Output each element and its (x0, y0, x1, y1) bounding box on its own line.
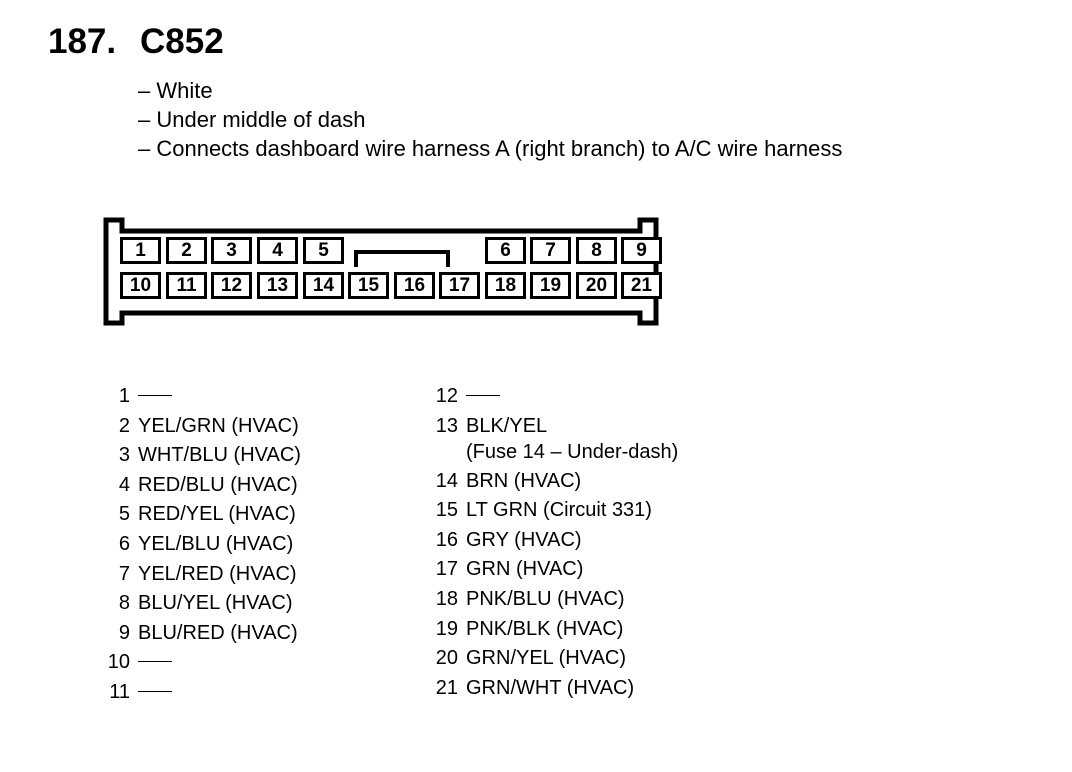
pin-number: 10 (107, 651, 130, 674)
pin-list-right: 12 13 BLK/YEL (Fuse 14 – Under-dash) 14 BRN (… (428, 382, 679, 704)
wire-color: RED/BLU (HVAC) (138, 473, 298, 496)
pin-cell-5: 5 (303, 237, 344, 264)
description-color: – White (138, 78, 213, 103)
pin-cell-21: 21 (621, 272, 662, 299)
pin-number: 6 (118, 532, 130, 555)
wire-color: GRY (HVAC) (466, 528, 582, 551)
pin-row: 15 LT GRN (Circuit 331) (428, 496, 652, 526)
pin-row: 12 (428, 382, 500, 412)
pin-cell-11: 11 (166, 272, 207, 299)
pin-row: 8 BLU/YEL (HVAC) (100, 589, 293, 619)
pin-cell-15: 15 (348, 272, 389, 299)
connector-title: 187. C852 (48, 22, 224, 62)
pin-cell-6: 6 (485, 237, 526, 264)
pin-cell-10: 10 (120, 272, 161, 299)
pin-row: 19 PNK/BLK (HVAC) (428, 615, 624, 645)
pin-row: 16 GRY (HVAC) (428, 526, 582, 556)
pin-number: 1 (118, 385, 130, 407)
pin-row: 17 GRN (HVAC) (428, 555, 584, 585)
wire-color: BLU/YEL (HVAC) (138, 592, 293, 615)
connector-outline (103, 217, 659, 326)
wire-color: YEL/GRN (HVAC) (138, 414, 299, 437)
pin-row: 9 BLU/RED (HVAC) (100, 619, 298, 649)
unused-pin-dash (138, 395, 172, 396)
pin-row: 20 GRN/YEL (HVAC) (428, 644, 626, 674)
item-number: 187. (48, 22, 117, 61)
pin-row: 13 BLK/YEL (Fuse 14 – Under-dash) (428, 412, 679, 467)
pin-number: 3 (118, 444, 130, 467)
pin-number: 5 (118, 503, 130, 526)
pin-number: 13 (435, 414, 458, 437)
pin-number: 15 (435, 499, 458, 522)
pin-row: 18 PNK/BLU (HVAC) (428, 585, 625, 615)
wire-color: YEL/RED (HVAC) (138, 562, 297, 585)
connector-description: – White – Under middle of dash – Connect… (138, 76, 842, 163)
pin-number: 11 (109, 680, 130, 703)
wire-color: RED/YEL (HVAC) (138, 503, 296, 526)
pin-row: 1 (100, 382, 172, 412)
pin-number: 21 (435, 676, 458, 699)
wire-color: BLK/YEL (466, 414, 548, 437)
wire-color: GRN/YEL (HVAC) (466, 647, 627, 670)
pin-cell-16: 16 (394, 272, 435, 299)
pin-number: 2 (118, 414, 130, 437)
pin-cell-1: 1 (120, 237, 161, 264)
wire-note: (Fuse 14 – Under-dash) (466, 440, 679, 463)
pin-cell-9: 9 (621, 237, 662, 264)
pin-cell-12: 12 (211, 272, 252, 299)
pin-cell-19: 19 (530, 272, 571, 299)
pin-cell-17: 17 (439, 272, 480, 299)
pin-number: 20 (435, 647, 458, 670)
pin-number: 4 (118, 473, 130, 496)
pin-cell-13: 13 (257, 272, 298, 299)
pin-row: 3 WHT/BLU (HVAC) (100, 441, 301, 471)
pin-row: 6 YEL/BLU (HVAC) (100, 530, 293, 560)
pin-cell-18: 18 (485, 272, 526, 299)
pin-cell-2: 2 (166, 237, 207, 264)
wire-color: GRN (HVAC) (466, 558, 584, 581)
pin-cell-3: 3 (211, 237, 252, 264)
pin-cell-14: 14 (303, 272, 344, 299)
pin-number: 19 (435, 617, 458, 640)
pin-number: 14 (435, 469, 458, 492)
wire-color: BLU/RED (HVAC) (138, 621, 298, 644)
pin-number: 8 (118, 592, 130, 615)
wire-color: BRN (HVAC) (466, 469, 582, 492)
connector-id: C852 (140, 22, 224, 61)
unused-pin-dash (138, 690, 172, 692)
wire-color: LT GRN (Circuit 331) (466, 499, 652, 522)
pin-row: 4 RED/BLU (HVAC) (100, 471, 298, 501)
description-connection: – Connects dashboard wire harness A (rig… (138, 136, 843, 161)
pin-number: 17 (435, 558, 458, 581)
wire-color: PNK/BLU (HVAC) (466, 587, 625, 610)
pin-cell-20: 20 (576, 272, 617, 299)
pin-row: 5 RED/YEL (HVAC) (100, 500, 296, 530)
pin-cell-8: 8 (576, 237, 617, 264)
wire-color: PNK/BLK (HVAC) (466, 617, 624, 640)
description-location: – Under middle of dash (138, 107, 366, 132)
pin-row: 10 (100, 648, 172, 678)
unused-pin-dash (466, 395, 500, 396)
pin-number: 7 (118, 562, 130, 585)
pin-number: 16 (435, 528, 458, 551)
wire-color: GRN/WHT (HVAC) (466, 676, 635, 699)
pin-row: 2 YEL/GRN (HVAC) (100, 412, 299, 442)
pin-cell-7: 7 (530, 237, 571, 264)
pin-number: 18 (435, 587, 458, 610)
pin-number: 9 (118, 621, 130, 644)
wire-color: WHT/BLU (HVAC) (138, 444, 301, 467)
pin-row: 21 GRN/WHT (HVAC) (428, 674, 634, 704)
pin-row: 7 YEL/RED (HVAC) (100, 560, 297, 590)
wire-color: YEL/BLU (HVAC) (138, 532, 294, 555)
pin-cell-4: 4 (257, 237, 298, 264)
pin-list-left: 1 2 YEL/GRN (HVAC) 3 WHT/BLU (HVAC) 4 RED/BLU … (100, 382, 301, 708)
pin-row: 14 BRN (HVAC) (428, 467, 581, 497)
unused-pin-dash (138, 661, 172, 663)
pin-row: 11 (100, 678, 172, 708)
pin-number: 12 (435, 385, 458, 407)
